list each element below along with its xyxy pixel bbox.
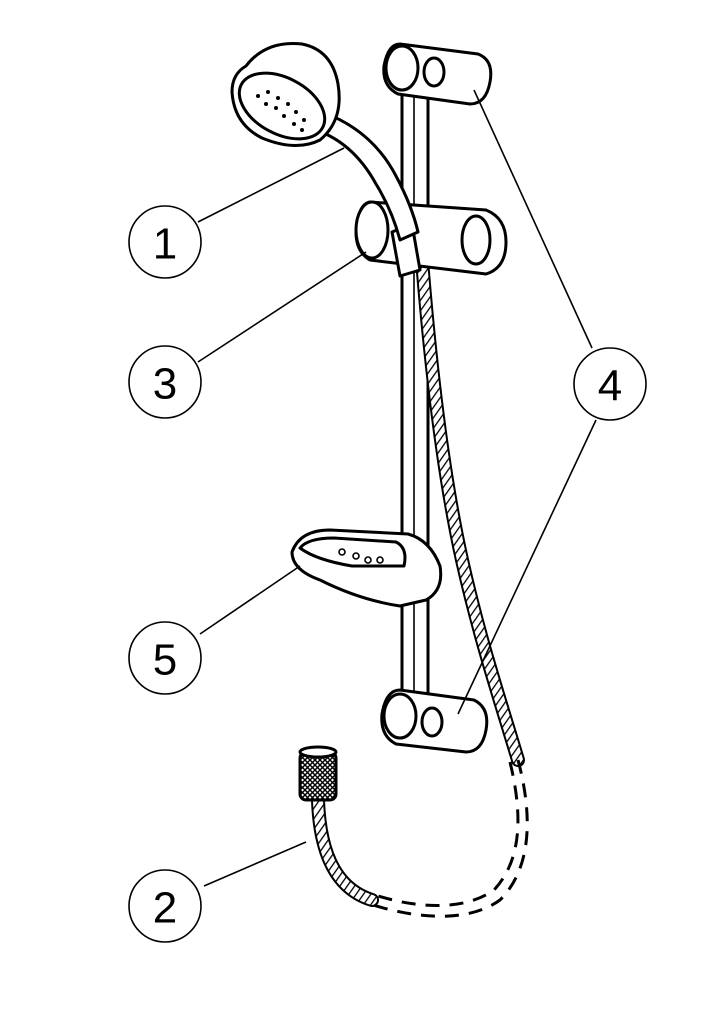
callout-5: 5	[128, 621, 202, 695]
callout-2-label: 2	[153, 884, 177, 933]
callout-3: 3	[128, 345, 202, 419]
callout-5-label: 5	[153, 636, 177, 685]
hand-shower	[230, 41, 420, 242]
leader-lines	[197, 89, 597, 887]
callout-1-label: 1	[153, 220, 177, 269]
callout-4-label: 4	[598, 362, 622, 411]
slide-rail	[400, 78, 430, 722]
bottom-wall-bracket	[380, 688, 489, 754]
soap-dish	[290, 528, 443, 608]
top-wall-bracket	[382, 42, 493, 106]
slider-holder	[354, 200, 508, 278]
callout-1: 1	[128, 205, 202, 279]
callout-4: 4	[573, 347, 647, 421]
shower-nozzles	[256, 90, 306, 132]
shower-hose	[311, 253, 529, 918]
callout-3-label: 3	[153, 360, 177, 409]
hose-nut	[298, 745, 338, 802]
callout-2: 2	[128, 869, 202, 943]
